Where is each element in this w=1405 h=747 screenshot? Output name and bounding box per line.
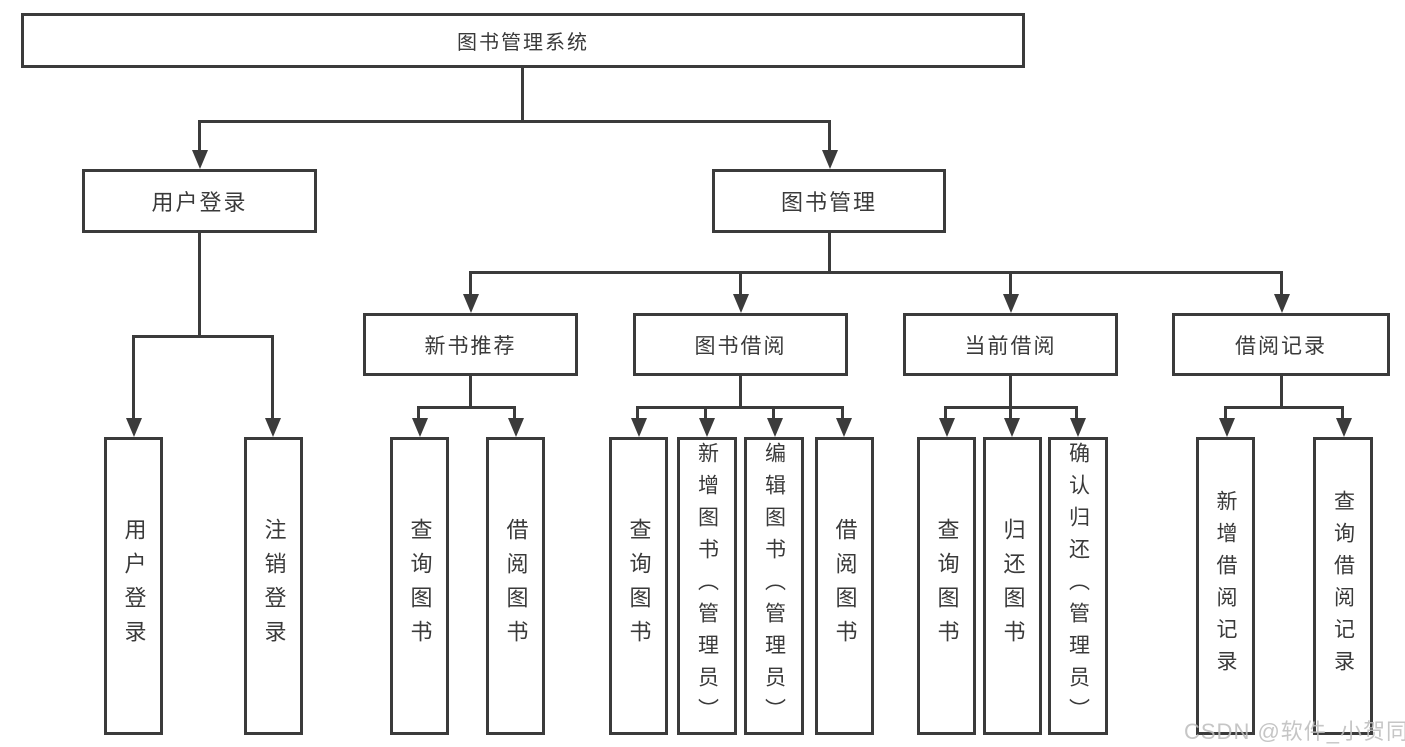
- arrowhead-down-icon: [1004, 418, 1020, 437]
- leaf-query-book-2-label: 查询图书: [626, 518, 652, 654]
- arrowhead-down-icon: [631, 418, 647, 437]
- connector-bookmgmt-crossbar: [469, 271, 1283, 274]
- leaf-add-borrow-record-label: 新增借阅记录: [1214, 490, 1237, 682]
- leaf-return-book: 归还图书: [983, 437, 1042, 735]
- arrowhead-down-icon: [1219, 418, 1235, 437]
- leaf-confirm-return: 确认归还（管理员）: [1048, 437, 1108, 735]
- leaf-query-book-3-label: 查询图书: [934, 518, 960, 654]
- leaf-borrow-book-2: 借阅图书: [815, 437, 874, 735]
- leaf-query-book-1: 查询图书: [390, 437, 449, 735]
- connector-userlogin-drop-2: [271, 335, 274, 420]
- node-user-login: 用户登录: [82, 169, 317, 233]
- arrowhead-down-icon: [412, 418, 428, 437]
- connector-bookborrow-drop-3: [772, 406, 775, 420]
- node-book-borrow-label: 图书借阅: [694, 334, 787, 358]
- leaf-user-login-label: 用户登录: [121, 518, 147, 654]
- leaf-borrow-book-1-label: 借阅图书: [503, 518, 529, 654]
- leaf-borrow-book-2-label: 借阅图书: [832, 518, 858, 654]
- connector-currentborrow-stem: [1009, 374, 1012, 408]
- arrowhead-down-icon: [265, 418, 281, 437]
- arrowhead-down-icon: [836, 418, 852, 437]
- arrowhead-down-icon: [1003, 294, 1019, 313]
- node-current-borrow: 当前借阅: [903, 313, 1118, 376]
- node-current-borrow-label: 当前借阅: [964, 334, 1057, 358]
- node-root-label: 图书管理系统: [457, 32, 589, 54]
- leaf-logout: 注销登录: [244, 437, 303, 735]
- leaf-edit-book-label: 编辑图书（管理员）: [762, 442, 786, 730]
- arrowhead-down-icon: [1070, 418, 1086, 437]
- leaf-confirm-return-label: 确认归还（管理员）: [1066, 442, 1090, 730]
- connector-bookmgmt-drop-3: [1009, 271, 1012, 296]
- connector-bookmgmt-drop-2: [739, 271, 742, 296]
- arrowhead-down-icon: [822, 150, 838, 169]
- leaf-user-login: 用户登录: [104, 437, 163, 735]
- arrowhead-down-icon: [733, 294, 749, 313]
- connector-borrowrecord-stem: [1280, 374, 1283, 408]
- connector-root-drop-left: [198, 120, 201, 152]
- connector-borrowrecord-drop-2: [1341, 406, 1344, 420]
- connector-bookmgmt-drop-1: [469, 271, 472, 296]
- connector-bookborrow-crossbar: [636, 406, 844, 409]
- leaf-query-book-1-label: 查询图书: [407, 518, 433, 654]
- arrowhead-down-icon: [463, 294, 479, 313]
- connector-root-drop-right: [828, 120, 831, 152]
- connector-root-stem: [521, 66, 524, 122]
- connector-currentborrow-drop-1: [944, 406, 947, 420]
- arrowhead-down-icon: [192, 150, 208, 169]
- connector-newbookrec-drop-1: [417, 406, 420, 420]
- connector-bookborrow-stem: [739, 374, 742, 408]
- arrowhead-down-icon: [939, 418, 955, 437]
- arrowhead-down-icon: [1336, 418, 1352, 437]
- node-borrow-record: 借阅记录: [1172, 313, 1390, 376]
- connector-bookborrow-drop-1: [636, 406, 639, 420]
- connector-bookmgmt-drop-4: [1280, 271, 1283, 296]
- arrowhead-down-icon: [1274, 294, 1290, 313]
- leaf-return-book-label: 归还图书: [1000, 518, 1026, 654]
- leaf-logout-label: 注销登录: [261, 518, 287, 654]
- arrowhead-down-icon: [699, 418, 715, 437]
- csdn-watermark: CSDN @软件_小贺同学: [1184, 719, 1405, 744]
- arrowhead-down-icon: [126, 418, 142, 437]
- connector-userlogin-crossbar: [132, 335, 274, 338]
- connector-newbookrec-crossbar: [417, 406, 516, 409]
- connector-root-crossbar: [198, 120, 831, 123]
- node-borrow-record-label: 借阅记录: [1235, 334, 1327, 358]
- node-book-borrow: 图书借阅: [633, 313, 848, 376]
- node-book-mgmt-label: 图书管理: [780, 190, 877, 215]
- node-new-book-rec: 新书推荐: [363, 313, 578, 376]
- node-root: 图书管理系统: [21, 13, 1025, 68]
- connector-bookborrow-drop-2: [704, 406, 707, 420]
- leaf-add-book: 新增图书（管理员）: [677, 437, 737, 735]
- leaf-add-borrow-record: 新增借阅记录: [1196, 437, 1255, 735]
- connector-newbookrec-drop-2: [513, 406, 516, 420]
- connector-bookborrow-drop-4: [841, 406, 844, 420]
- leaf-query-book-3: 查询图书: [917, 437, 976, 735]
- arrowhead-down-icon: [508, 418, 524, 437]
- connector-borrowrecord-drop-1: [1224, 406, 1227, 420]
- connector-userlogin-drop-1: [132, 335, 135, 420]
- leaf-borrow-book-1: 借阅图书: [486, 437, 545, 735]
- node-book-mgmt: 图书管理: [712, 169, 946, 233]
- leaf-edit-book: 编辑图书（管理员）: [744, 437, 804, 735]
- connector-userlogin-stem: [198, 231, 201, 337]
- leaf-query-borrow-record: 查询借阅记录: [1313, 437, 1373, 735]
- connector-newbookrec-stem: [469, 374, 472, 408]
- connector-currentborrow-drop-3: [1075, 406, 1078, 420]
- leaf-add-book-label: 新增图书（管理员）: [695, 442, 719, 730]
- connector-currentborrow-drop-2: [1009, 406, 1012, 420]
- arrowhead-down-icon: [767, 418, 783, 437]
- connector-bookmgmt-stem: [828, 231, 831, 273]
- leaf-query-borrow-record-label: 查询借阅记录: [1331, 490, 1355, 682]
- leaf-query-book-2: 查询图书: [609, 437, 668, 735]
- node-new-book-rec-label: 新书推荐: [424, 334, 517, 358]
- connector-borrowrecord-crossbar: [1224, 406, 1344, 409]
- node-user-login-label: 用户登录: [151, 190, 248, 215]
